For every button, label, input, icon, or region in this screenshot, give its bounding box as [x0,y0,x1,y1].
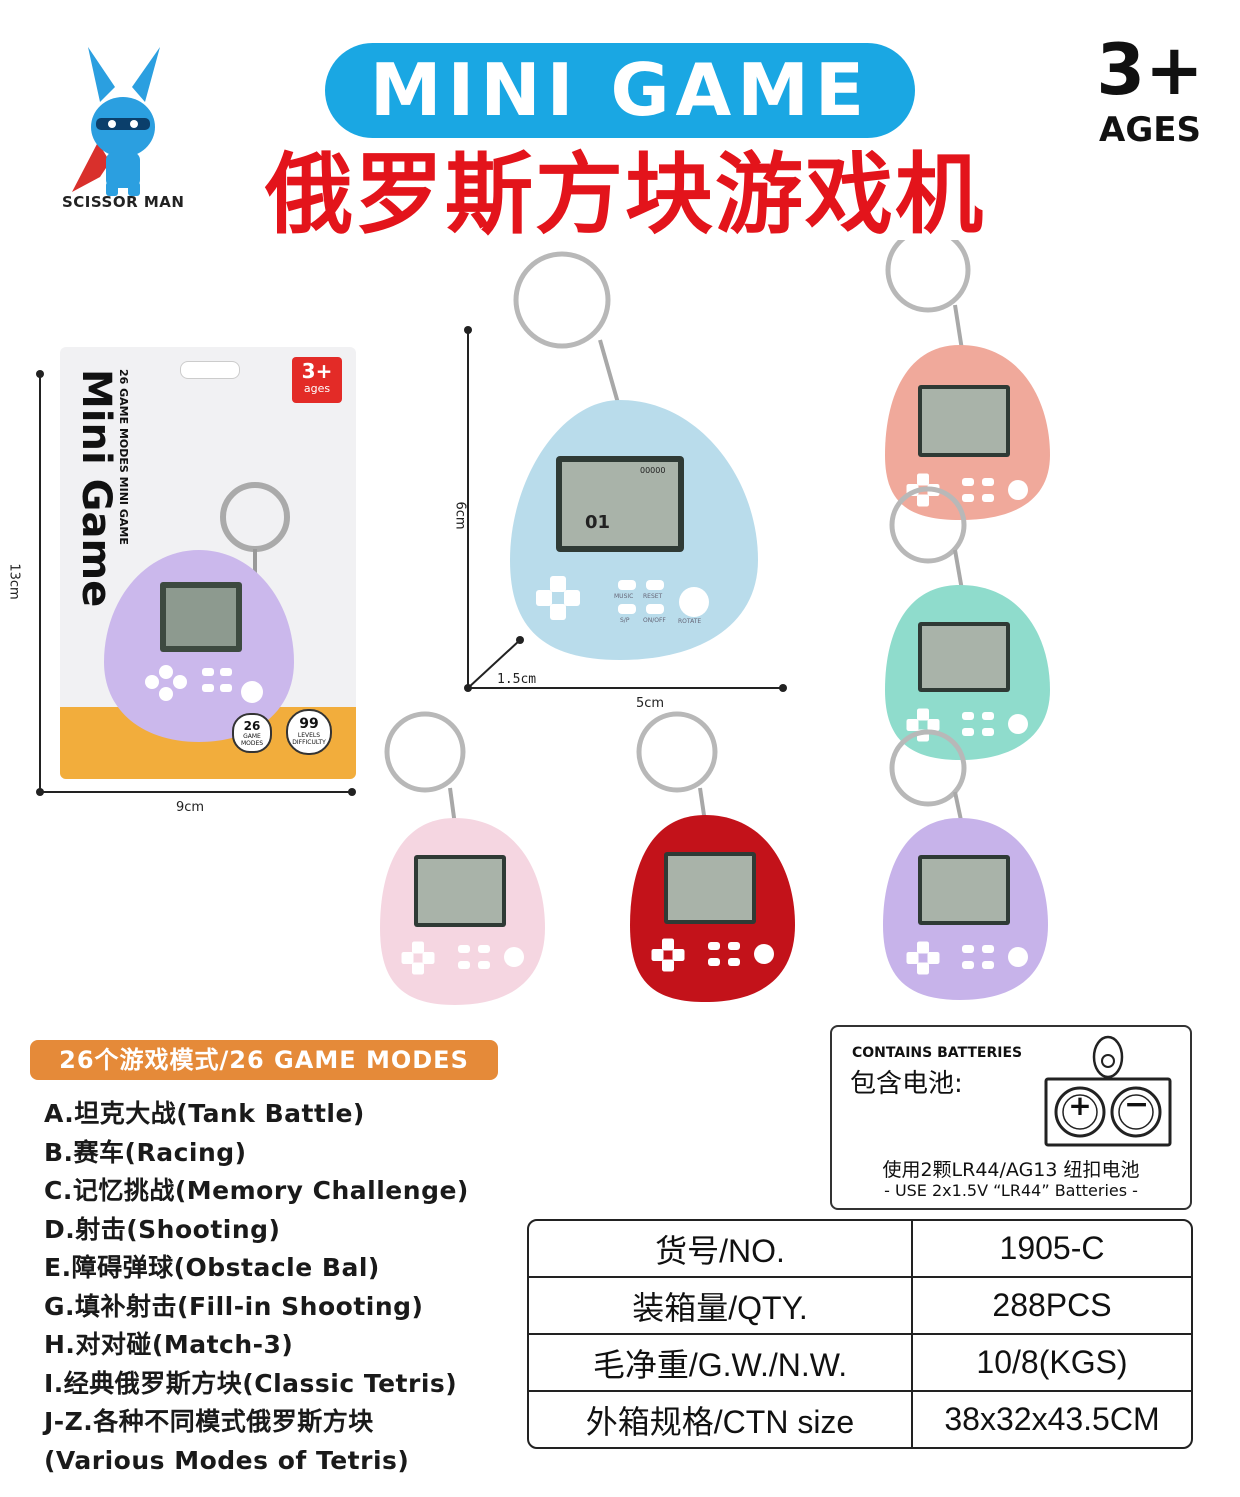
rotate-label: ROTATE [678,618,702,625]
blister-package: 26 GAME MODES MINI GAME Mini Game 3+ age… [60,347,356,779]
blue-device-icon [510,251,758,660]
list-item: C.记忆挑战(Memory Challenge) [44,1176,469,1205]
onoff-label: ON/OFF [643,617,666,624]
battery-instruction-cn: 使用2颗LR44/AG13 纽扣电池 [882,1159,1140,1181]
battery-label-en: CONTAINS BATTERIES [852,1045,1023,1061]
device-depth-label: 1.5cm [497,672,537,687]
list-item: B.赛车(Racing) [44,1137,247,1167]
list-item: E.障碍弹球(Obstacle Bal) [44,1253,380,1282]
salmon-device-icon [885,240,1050,520]
age-number: 3+ [1096,29,1204,111]
music-label: MUSIC [614,593,634,600]
spec-key: 装箱量/QTY. [529,1278,913,1335]
package-width-label: 9cm [176,800,205,815]
battery-plus-icon: + [1068,1089,1092,1122]
package-age-badge: 3+ ages [292,357,342,403]
rabbit-logo-icon [72,47,160,196]
device-level: 01 [585,512,611,533]
game-modes-title: 26个游戏模式/26 GAME MODES [30,1040,498,1080]
game-modes-badge: 26 GAME MODES [232,713,272,753]
battery-label-cn: 包含电池: [850,1069,963,1099]
spec-key: 外箱规格/CTN size [529,1392,913,1447]
hang-hole [180,361,240,379]
table-row: 外箱规格/CTN size 38x32x43.5CM [529,1392,1191,1447]
age-label: AGES [1099,110,1201,150]
spec-value: 1905-C [913,1221,1191,1278]
table-row: 装箱量/QTY. 288PCS [529,1278,1191,1335]
chinese-title: 俄罗斯方块游戏机 [264,143,985,246]
lavender-device-icon [883,729,1048,1000]
title-pill: MINI GAME [325,43,915,138]
battery-info-box: CONTAINS BATTERIES 包含电池: + − 使用2颗LR44/AG… [830,1025,1192,1210]
list-item: D.射击(Shooting) [44,1214,281,1244]
table-row: 货号/NO. 1905-C [529,1221,1191,1278]
package-device-icon [104,550,294,742]
reset-label: RESET [643,593,663,600]
product-devices [380,240,1050,1005]
device-width-label: 5cm [636,696,665,711]
list-item: I.经典俄罗斯方块(Classic Tetris) [44,1368,458,1398]
list-item: H.对对碰(Match-3) [44,1330,294,1359]
battery-instruction-en: - USE 2x1.5V “LR44” Batteries - [884,1181,1138,1200]
list-item: G.填补射击(Fill-in Shooting) [44,1291,424,1321]
game-modes-list: A.坦克大战(Tank Battle) B.赛车(Racing) C.记忆挑战(… [44,1095,524,1480]
spec-key: 货号/NO. [529,1221,913,1278]
battery-compartment-icon [1044,1035,1172,1147]
spec-value: 288PCS [913,1278,1191,1335]
spec-value: 38x32x43.5CM [944,1401,1160,1437]
sp-label: S/P [620,617,630,624]
levels-badge: 99 LEVELS DIFFICULTY [286,709,332,755]
dimension-lines [36,326,787,796]
device-score: 00000 [640,466,666,475]
list-item: (Various Modes of Tetris) [44,1445,410,1475]
battery-minus-icon: − [1124,1087,1150,1122]
table-row: 毛净重/G.W./N.W. 10/8(KGS) [529,1335,1191,1392]
spec-value: 10/8(KGS) [913,1335,1191,1392]
mint-device-icon [885,486,1050,760]
list-item: J-Z.各种不同模式俄罗斯方块 [44,1407,374,1436]
red-device-icon [630,711,795,1002]
lightpink-device-icon [380,711,545,1005]
list-item: A.坦克大战(Tank Battle) [44,1099,365,1128]
spec-key: 毛净重/G.W./N.W. [529,1335,913,1392]
spec-table: 货号/NO. 1905-C 装箱量/QTY. 288PCS 毛净重/G.W./N… [527,1219,1193,1449]
brand-name: SCISSOR MAN [62,193,185,211]
